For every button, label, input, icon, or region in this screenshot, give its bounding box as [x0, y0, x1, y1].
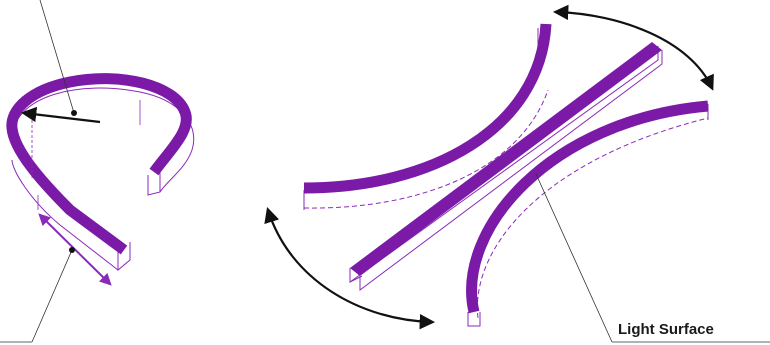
leader-dot-top — [71, 110, 77, 116]
light-surface-leader — [535, 173, 613, 343]
bend-arrow-top-right — [552, 4, 714, 91]
straight-strip-top-surface — [350, 42, 662, 276]
straight-strip — [349, 42, 663, 291]
bent-strip-end-cap-right — [147, 172, 161, 196]
bent-strip-end-cap-bottom — [117, 242, 131, 272]
bend-arrow-bottom-left — [264, 207, 436, 330]
upper-curved-strip-top-surface — [303, 23, 552, 194]
bent-strip-side-outline-2 — [11, 159, 119, 271]
left-annotations — [0, 0, 101, 343]
light-surface-label: Light Surface — [618, 321, 714, 338]
bent-strip-top-surface — [6, 73, 192, 255]
leader-line-top — [39, 0, 75, 114]
bent-strip-left — [6, 73, 195, 286]
upper-curved-strip — [303, 23, 552, 210]
leader-line-bottom — [31, 249, 73, 343]
bent-strip-side-outline — [11, 87, 195, 193]
lower-curved-strip — [466, 100, 709, 327]
leader-dot-bottom — [69, 247, 75, 253]
bend-radius-arrow — [20, 106, 101, 124]
lower-curved-strip-top-surface — [466, 100, 709, 314]
length-dimension-arrow — [38, 213, 112, 286]
